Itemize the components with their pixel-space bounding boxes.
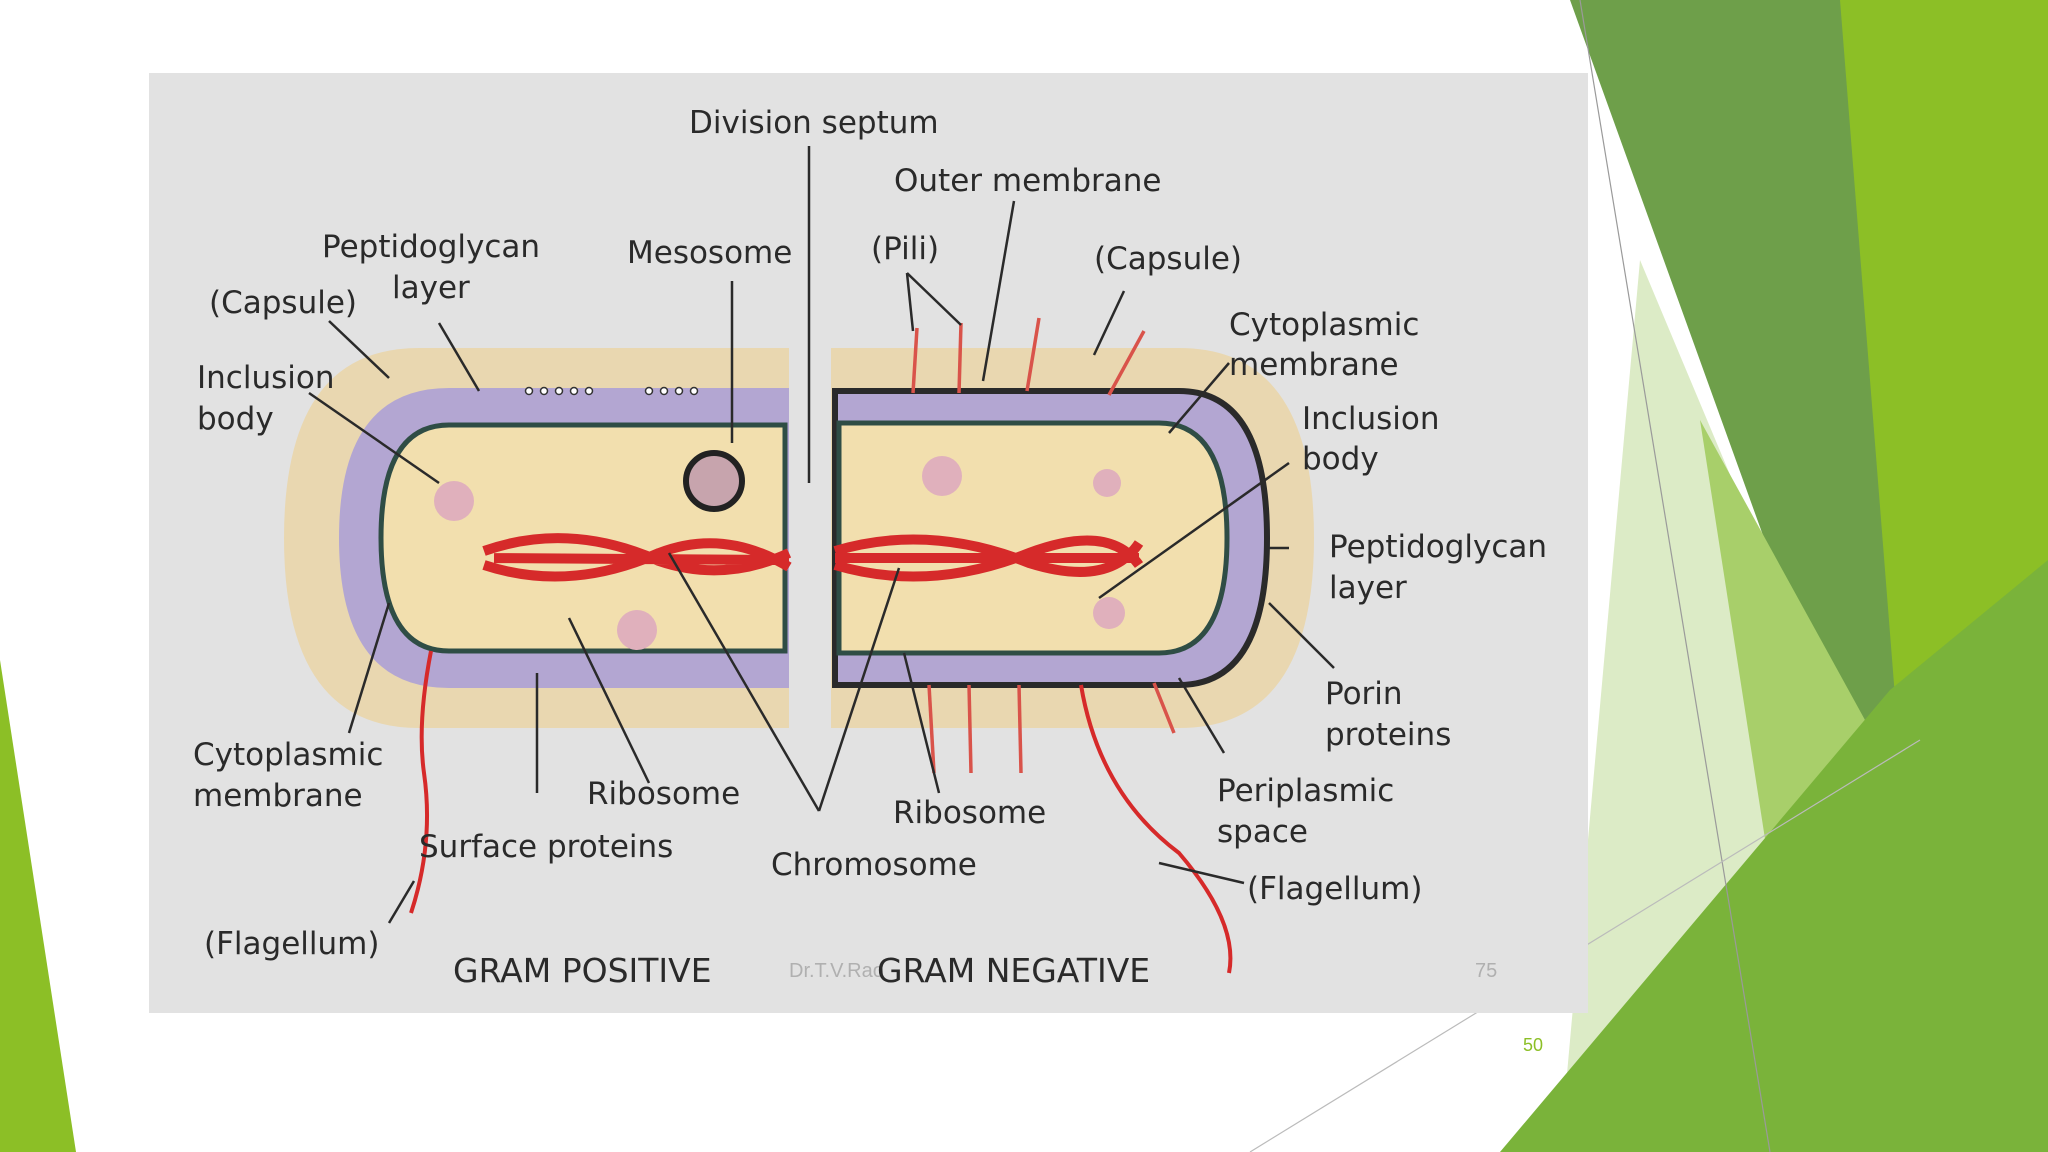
inclusion-body-negative-1 <box>922 456 962 496</box>
flagellum-positive <box>409 650 433 914</box>
inclusion-body-positive-1 <box>434 481 474 521</box>
gram-positive-cell <box>284 348 792 914</box>
label-surface-proteins: Surface proteins <box>419 829 673 865</box>
flagellum-negative <box>1079 684 1233 974</box>
label-inclusion-positive-2: body <box>197 401 274 437</box>
label-cytoplasmic-negative-1: Cytoplasmic <box>1229 307 1419 343</box>
watermark: Dr.T.V.Rao <box>789 960 884 982</box>
label-peptidoglycan-negative-1: Peptidoglycan <box>1329 529 1547 565</box>
label-capsule-positive: (Capsule) <box>209 285 357 321</box>
surface-proteins-top <box>524 386 699 396</box>
inclusion-body-negative-2 <box>1093 469 1121 497</box>
slide-page-number: 50 <box>1523 1035 1544 1055</box>
label-flagellum-positive: (Flagellum) <box>204 926 379 962</box>
cell-wall-diagram: Division septum Outer membrane Mesosome … <box>193 105 1547 990</box>
thin-line-1 <box>1579 0 1771 1152</box>
label-porin-2: proteins <box>1325 717 1451 753</box>
label-division-septum: Division septum <box>689 105 939 141</box>
label-periplasmic-1: Periplasmic <box>1217 773 1394 809</box>
label-ribosome-negative: Ribosome <box>893 795 1046 831</box>
label-outer-membrane: Outer membrane <box>894 163 1161 199</box>
label-chromosome: Chromosome <box>771 847 977 883</box>
pili <box>911 317 1176 774</box>
label-flagellum-negative: (Flagellum) <box>1247 871 1422 907</box>
label-inclusion-negative-2: body <box>1302 441 1379 477</box>
inclusion-body-negative-3 <box>1093 597 1125 629</box>
label-cytoplasmic-negative-2: membrane <box>1229 347 1399 383</box>
bacteria-cell-figure: Division septum Outer membrane Mesosome … <box>149 73 1588 1013</box>
label-inclusion-negative-1: Inclusion <box>1302 401 1439 437</box>
figure-page-number: 75 <box>1475 960 1497 982</box>
label-peptidoglycan-positive-2: layer <box>392 270 470 306</box>
label-periplasmic-2: space <box>1217 814 1308 850</box>
chromosome-negative <box>833 534 1144 582</box>
leader-lines <box>308 146 1335 924</box>
caption-gram-negative: GRAM NEGATIVE <box>877 951 1150 990</box>
label-peptidoglycan-negative-2: layer <box>1329 570 1407 606</box>
label-ribosome-positive: Ribosome <box>587 776 740 812</box>
right-bottom-green-shape <box>1500 560 2048 1152</box>
left-green-triangle <box>0 660 76 1152</box>
label-capsule-negative: (Capsule) <box>1094 241 1242 277</box>
label-peptidoglycan-positive-1: Peptidoglycan <box>322 229 540 265</box>
label-cytoplasmic-positive-1: Cytoplasmic <box>193 737 383 773</box>
label-cytoplasmic-positive-2: membrane <box>193 778 363 814</box>
gram-negative-cell <box>831 317 1314 974</box>
caption-gram-positive: GRAM POSITIVE <box>453 951 712 990</box>
label-inclusion-positive-1: Inclusion <box>197 360 334 396</box>
label-mesosome: Mesosome <box>627 235 792 271</box>
chromosome-positive <box>482 533 792 582</box>
label-porin-1: Porin <box>1325 676 1403 712</box>
mesosome <box>683 450 745 512</box>
label-pili: (Pili) <box>871 231 939 267</box>
inclusion-body-positive-2 <box>617 610 657 650</box>
